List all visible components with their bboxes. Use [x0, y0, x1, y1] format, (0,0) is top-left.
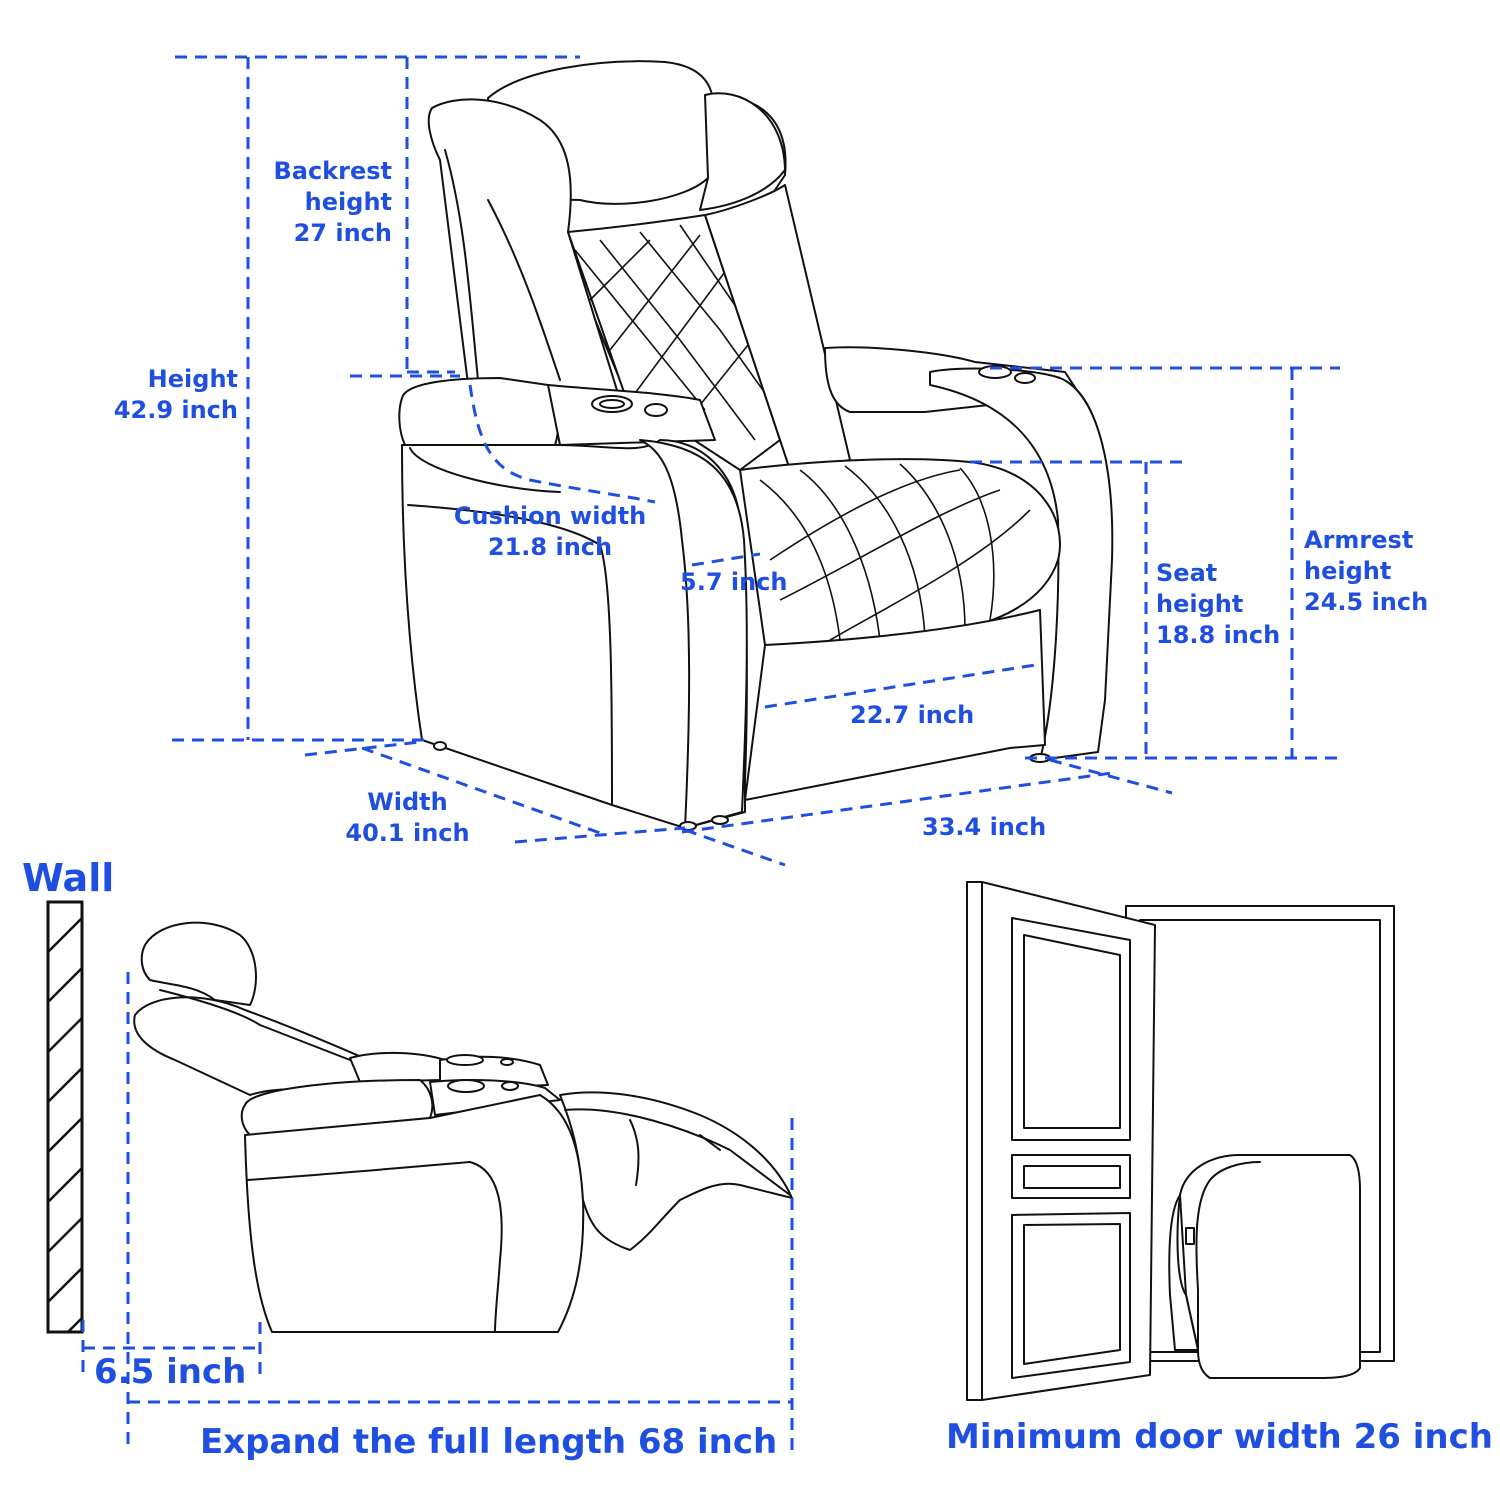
backrest-height-line2: height — [304, 188, 392, 216]
cushion-width-label: Cushion width 21.8 inch — [450, 501, 650, 563]
overall-height-label: Height 42.9 inch — [108, 364, 238, 426]
side-dimensions — [81, 972, 794, 1450]
seat-height-line2: height — [1156, 590, 1244, 618]
width-line1: Width — [367, 788, 448, 816]
backrest-height-value: 27 inch — [293, 219, 392, 247]
seat-height-value: 18.8 inch — [1156, 621, 1281, 649]
overall-height-line1: Height — [147, 365, 238, 393]
cushion-width-value: 21.8 inch — [487, 533, 613, 561]
backrest-height-label: Backrest height 27 inch — [272, 156, 392, 249]
width-value: 40.1 inch — [345, 819, 470, 847]
door-width-label: Minimum door width 26 inch — [946, 1417, 1493, 1457]
recliner-front-view — [398, 60, 1114, 831]
side-body — [244, 1094, 585, 1333]
seat-base — [744, 609, 1046, 801]
door-graphic — [966, 881, 1395, 1401]
backrest-height-line1: Backrest — [273, 157, 392, 185]
back-quilting — [574, 224, 771, 441]
front-dimensions — [172, 55, 1340, 867]
seat-height-line1: Seat — [1156, 559, 1218, 587]
seat-depth-label: 22.7 inch — [850, 701, 975, 729]
seat-height-label: Seat height 18.8 inch — [1156, 558, 1280, 651]
depth-label: 33.4 inch — [922, 813, 1047, 841]
recliner-side-view — [133, 921, 793, 1333]
wall-label: Wall — [22, 856, 115, 900]
wall-graphic — [46, 900, 84, 1334]
side-headrest — [140, 921, 257, 1006]
right-back-side — [704, 184, 851, 471]
side-backrest — [133, 996, 381, 1096]
full-length-label: Expand the full length 68 inch — [200, 1422, 778, 1462]
door-chair — [1179, 1154, 1361, 1379]
wall-clearance-label: 6.5 inch — [94, 1352, 247, 1392]
armrest-height-line1: Armrest — [1304, 526, 1414, 554]
width-label: Width 40.1 inch — [340, 787, 475, 849]
left-armrest-pad — [398, 377, 560, 446]
cushion-width-line1: Cushion width — [453, 502, 647, 530]
headrest-right — [699, 92, 786, 211]
armrest-height-label: Armrest height 24.5 inch — [1304, 525, 1428, 618]
left-wing — [427, 98, 621, 401]
seat-quilting — [759, 463, 1031, 641]
armrest-height-value: 24.5 inch — [1304, 588, 1429, 616]
arm-width-label: 5.7 inch — [680, 568, 788, 596]
armrest-height-line2: height — [1304, 557, 1392, 585]
side-legrest — [559, 1091, 793, 1251]
overall-height-value: 42.9 inch — [113, 396, 238, 424]
